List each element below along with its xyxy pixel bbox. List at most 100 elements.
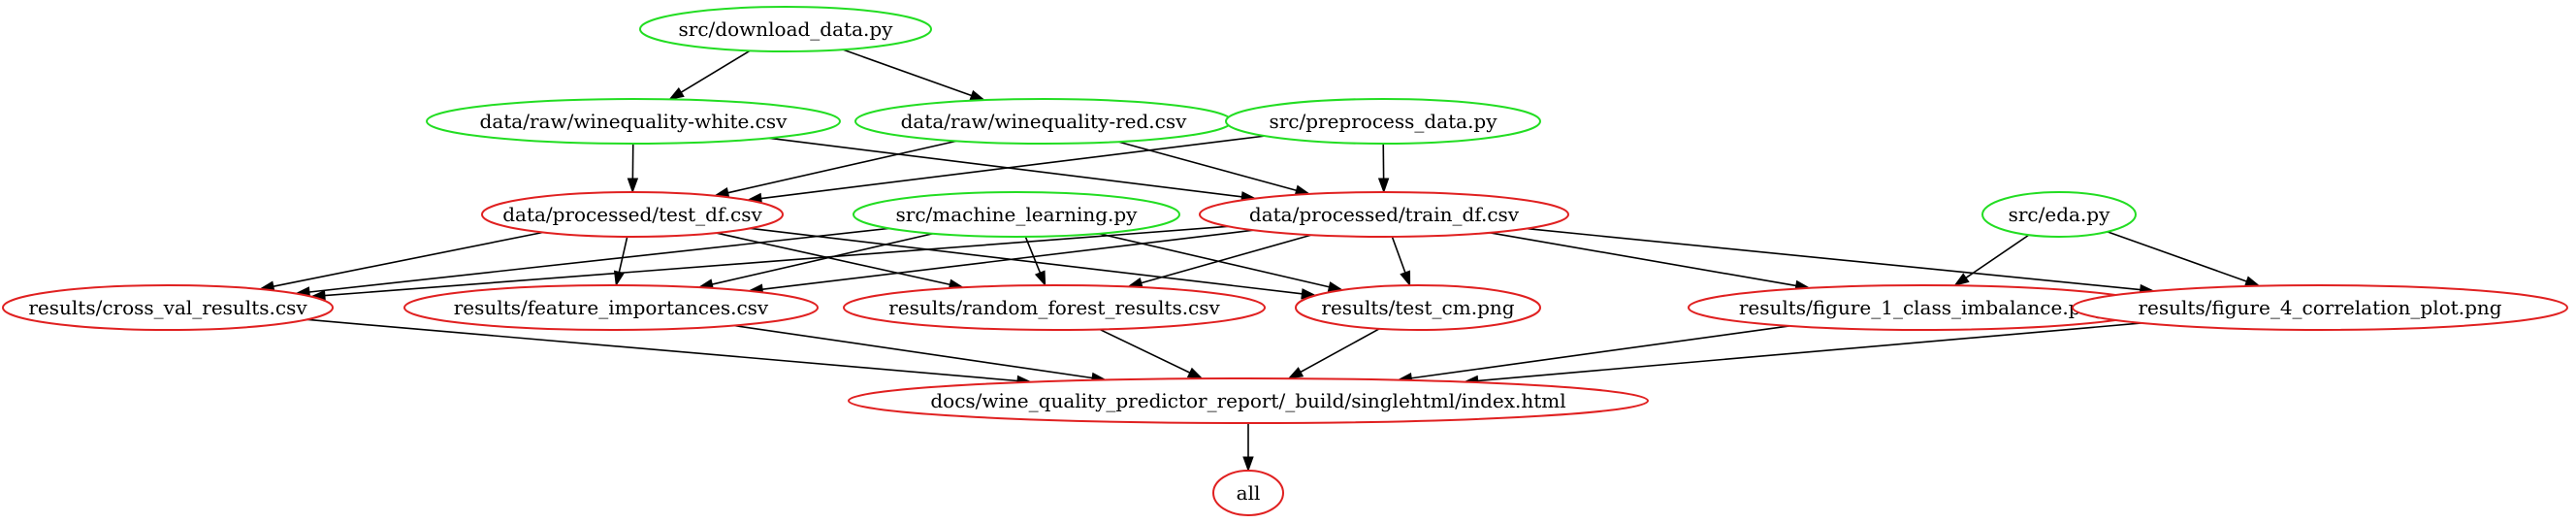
node-label: results/cross_val_results.csv — [28, 296, 307, 319]
node-label: docs/wine_quality_predictor_report/_buil… — [930, 389, 1565, 412]
arrowhead-icon — [1400, 270, 1411, 287]
edge-ml-to-rf — [1024, 236, 1046, 287]
node-ellipse — [1199, 191, 1569, 238]
edge-line — [1024, 236, 1042, 274]
node-ellipse — [843, 284, 1266, 331]
node-white: data/raw/winequality-white.csv — [426, 98, 841, 145]
edge-line — [273, 231, 543, 287]
node-label: src/eda.py — [2009, 203, 2110, 226]
edge-line — [716, 232, 950, 286]
edge-train_df-to-fig4 — [1526, 227, 2156, 296]
edge-report-to-all — [1242, 423, 1254, 473]
edge-line — [1117, 141, 1297, 192]
edge-line — [1099, 233, 1330, 288]
edge-line — [324, 225, 1229, 297]
arrowhead-icon — [1186, 367, 1204, 379]
edge-line — [750, 227, 1303, 295]
edge-line — [842, 49, 972, 97]
arrowhead-icon — [1034, 270, 1046, 287]
edge-fig1-to-report — [1396, 325, 1790, 384]
node-ellipse — [1225, 98, 1541, 145]
nodes-layer: src/download_data.py data/raw/winequality… — [2, 6, 2568, 516]
node-cv: results/cross_val_results.csv — [2, 284, 334, 331]
edge-eda-to-fig1 — [1953, 234, 2030, 287]
node-label: results/figure_4_correlation_plot.png — [2138, 296, 2501, 319]
edge-rf-to-report — [1099, 328, 1204, 379]
node-label: data/processed/train_df.csv — [1249, 203, 1520, 226]
edge-line — [1526, 227, 2141, 291]
node-ellipse — [2, 284, 334, 331]
edge-cm-to-report — [1287, 328, 1380, 379]
node-ellipse — [1212, 470, 1284, 516]
edge-line — [1477, 322, 2142, 382]
edge-line — [727, 140, 957, 194]
node-ellipse — [853, 191, 1180, 238]
edge-line — [2107, 231, 2247, 282]
node-red: data/raw/winequality-red.csv — [854, 98, 1233, 145]
edge-download-to-white — [668, 49, 751, 101]
arrowhead-icon — [1242, 456, 1254, 473]
edge-train_df-to-cm — [1391, 236, 1411, 287]
arrowhead-icon — [969, 89, 986, 101]
edge-white-to-test_df — [627, 143, 639, 194]
node-ellipse — [639, 6, 932, 52]
edge-download-to-red — [842, 49, 986, 101]
edge-test_df-to-fi — [613, 236, 628, 287]
node-ellipse — [2072, 284, 2568, 331]
arrowhead-icon — [1953, 273, 1970, 287]
arrowhead-icon — [2243, 276, 2261, 287]
edge-preprocess-to-train_df — [1377, 143, 1390, 194]
node-test_df: data/processed/test_df.csv — [481, 191, 784, 238]
node-label: results/test_cm.png — [1321, 296, 1514, 319]
edge-line — [680, 49, 751, 93]
edge-line — [1489, 232, 1796, 287]
edge-ml-to-fi — [697, 232, 934, 290]
node-ellipse — [1295, 284, 1541, 331]
node-label: results/figure_1_class_imbalance.png — [1739, 296, 2107, 319]
node-label: results/random_forest_results.csv — [888, 296, 1220, 319]
edge-line — [1300, 328, 1380, 374]
node-download: src/download_data.py — [639, 6, 932, 52]
edge-eda-to-fig4 — [2107, 231, 2261, 287]
node-cm: results/test_cm.png — [1295, 284, 1541, 331]
edge-line — [1391, 236, 1406, 274]
node-ml: src/machine_learning.py — [853, 191, 1180, 238]
node-label: src/download_data.py — [679, 17, 894, 41]
edge-line — [618, 236, 628, 273]
edge-line — [761, 229, 1254, 290]
node-ellipse — [403, 284, 819, 331]
edge-line — [733, 324, 1093, 379]
node-label: data/raw/winequality-white.csv — [480, 110, 789, 133]
edge-train_df-to-rf — [1126, 234, 1312, 289]
edge-line — [1141, 234, 1312, 284]
edge-test_df-to-rf — [716, 232, 965, 290]
edge-fig4-to-report — [1463, 322, 2142, 387]
node-fig4: results/figure_4_correlation_plot.png — [2072, 284, 2568, 331]
edge-train_df-to-fi — [747, 229, 1254, 295]
node-label: src/preprocess_data.py — [1269, 110, 1497, 133]
node-fi: results/feature_importances.csv — [403, 284, 819, 331]
node-eda: src/eda.py — [1981, 191, 2137, 238]
edge-line — [760, 135, 1266, 200]
node-ellipse — [848, 377, 1649, 424]
node-label: all — [1237, 481, 1261, 505]
edge-fi-to-report — [733, 324, 1108, 384]
edge-line — [1411, 325, 1790, 379]
arrowhead-icon — [668, 86, 685, 101]
edge-line — [306, 318, 1018, 382]
node-label: data/processed/test_df.csv — [502, 203, 762, 226]
arrowhead-icon — [1377, 178, 1390, 194]
node-ellipse — [1981, 191, 2137, 238]
edge-line — [1099, 328, 1191, 374]
node-label: results/feature_importances.csv — [454, 296, 769, 319]
arrowhead-icon — [613, 270, 626, 287]
node-ellipse — [481, 191, 784, 238]
node-all: all — [1212, 470, 1284, 516]
edge-line — [308, 227, 889, 293]
node-label: src/machine_learning.py — [896, 203, 1139, 226]
arrowhead-icon — [1287, 367, 1304, 379]
edge-line — [1965, 234, 2030, 279]
node-rf: results/random_forest_results.csv — [843, 284, 1266, 331]
